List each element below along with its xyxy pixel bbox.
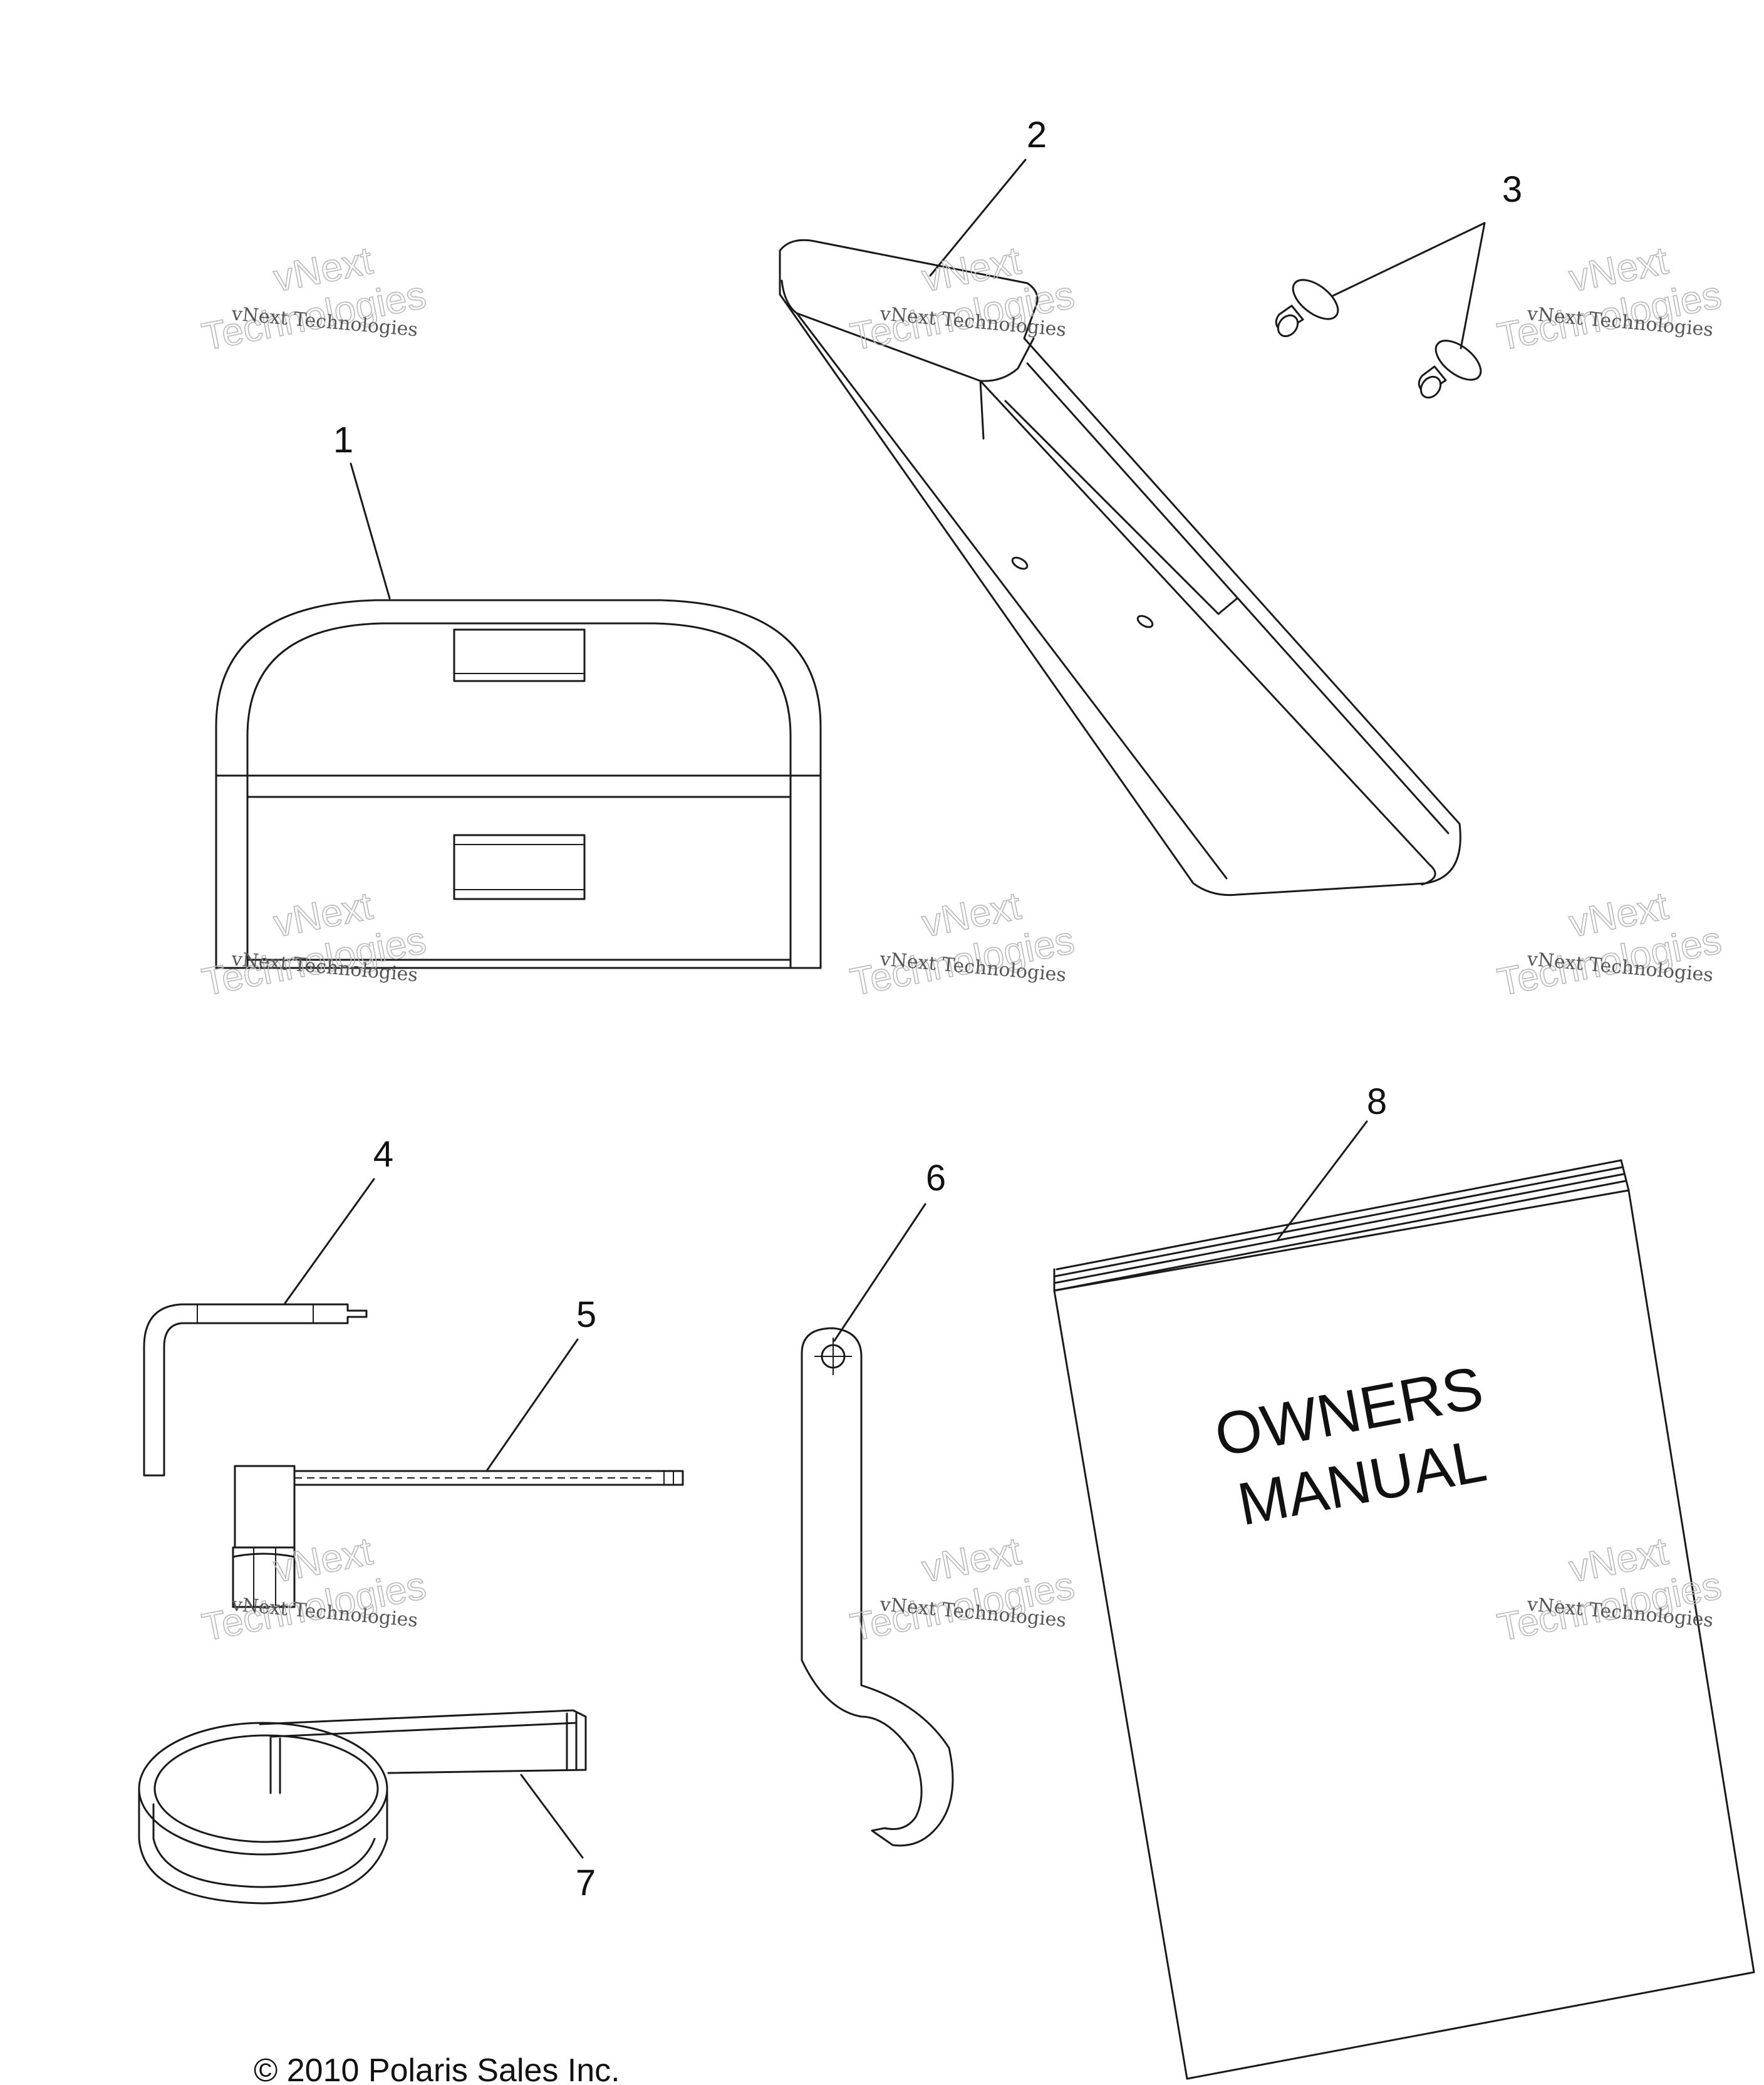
part-2-tool-case bbox=[779, 239, 1461, 897]
watermark-6: vNext Technologies vNext Technologies bbox=[1493, 884, 1725, 1005]
leader-8 bbox=[1277, 1120, 1368, 1240]
part-8-owners-manual: OWNERS MANUAL bbox=[1053, 1159, 1755, 2080]
leader-3b bbox=[1460, 222, 1486, 350]
part-1-tool-bag bbox=[215, 599, 822, 969]
part-4-hex-key bbox=[143, 1303, 368, 1477]
part-5-socket-wrench bbox=[232, 1465, 684, 1608]
watermark-4: vNext Technologies vNext Technologies bbox=[198, 884, 430, 1005]
callout-6: 6 bbox=[926, 1158, 946, 1198]
callout-1: 1 bbox=[333, 420, 353, 460]
leader-7 bbox=[520, 1774, 584, 1859]
callout-3: 3 bbox=[1502, 169, 1522, 210]
part-6-spanner-wrench bbox=[801, 1327, 954, 1847]
leader-1 bbox=[350, 462, 391, 600]
leader-3a bbox=[1332, 222, 1486, 297]
leader-4 bbox=[284, 1178, 375, 1304]
rivet-b bbox=[1418, 340, 1482, 399]
watermark-8: vNext Technologies vNext Technologies bbox=[846, 1529, 1078, 1650]
callout-7: 7 bbox=[576, 1863, 596, 1903]
watermark-3: vNext Technologies vNext Technologies bbox=[1493, 239, 1725, 360]
part-3-rivets bbox=[1275, 279, 1482, 399]
watermark-1: vNext Technologies vNext Technologies bbox=[198, 239, 430, 360]
callout-8: 8 bbox=[1367, 1081, 1387, 1122]
leader-2 bbox=[929, 159, 1027, 277]
rivet-a bbox=[1275, 279, 1339, 338]
callout-4: 4 bbox=[373, 1134, 393, 1175]
watermark-7: vNext Technologies vNext Technologies bbox=[198, 1529, 430, 1650]
leader-6 bbox=[833, 1203, 926, 1342]
callout-5: 5 bbox=[576, 1294, 596, 1335]
callout-2: 2 bbox=[1027, 115, 1047, 155]
watermark-5: vNext Technologies vNext Technologies bbox=[846, 884, 1078, 1005]
part-7-strap bbox=[138, 1709, 587, 1905]
copyright-notice: © 2010 Polaris Sales Inc. bbox=[254, 2052, 620, 2085]
leader-5 bbox=[486, 1338, 579, 1471]
